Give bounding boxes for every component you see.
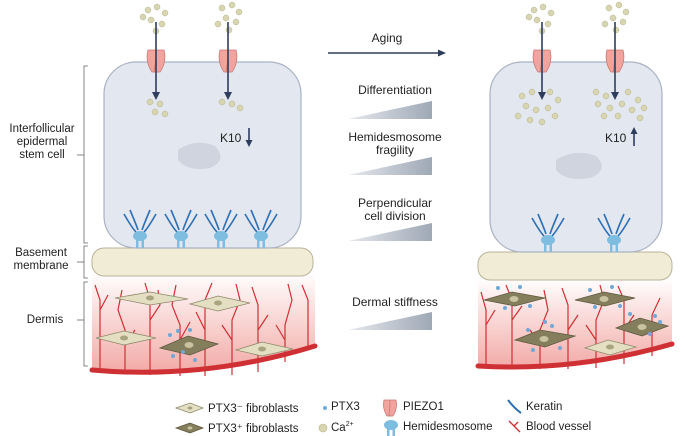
hemidesmosome-fragility-wedge [348,157,432,175]
basement-label-line1: Basement [15,247,67,259]
stem-cell-label: Interfollicular epidermal stem cell [4,123,80,162]
young-nucleus [178,142,221,169]
stem-cell-label-line2: epidermal [16,136,68,148]
legend-piezo1-icon [383,399,397,417]
legend-ptx3-neg-label: PTX3⁻ fibroblasts [208,403,299,415]
basement-membrane-label: Basement membrane [8,247,74,273]
dermis-label: Dermis [26,314,64,326]
legend-calcium-label: Ca2+ [331,421,354,434]
legend-calcium-text: Ca [331,421,346,434]
perpendicular-division-label: Perpendicular cell division [320,197,470,223]
k10-aged-label: K10 [605,131,627,145]
young-calcium-arrows [152,22,232,100]
legend-calcium-charge: 2+ [345,421,354,428]
k10-up-arrow-icon [630,127,638,146]
basement-label-line2: membrane [13,260,69,272]
aging-arrow [328,49,446,57]
left-brackets [77,65,88,367]
hemidesmosome-fragility-label: Hemidesmosome fragility [320,131,470,157]
legend-blood-vessel-label: Blood vessel [526,421,592,433]
aging-label: Aging [371,31,403,45]
young-dermis [89,272,318,376]
trend-wedges [348,101,432,330]
aged-calcium-arrows [538,22,619,100]
dermal-stiffness-label: Dermal stiffness [352,295,438,309]
legend-blood-vessel-icon [508,420,521,433]
young-basement-membrane [91,247,314,277]
young-calcium-outside [139,1,243,35]
legend-ptx3-label: PTX3 [331,401,360,413]
perpendicular-label-line1: Perpendicular [357,196,433,210]
legend-keratin-label: Keratin [526,401,563,413]
aged-fibroblasts [483,291,670,356]
hemidesmosome-label-line1: Hemidesmosome [348,130,442,144]
legend-ptx3-icon [323,406,327,410]
aged-calcium-inside [514,88,648,126]
perpendicular-division-wedge [348,223,432,241]
legend-icons [174,399,522,436]
hemidesmosome-label-line2: fragility [375,143,414,157]
legend-keratin-icon [507,399,522,414]
perpendicular-label-line2: cell division [364,209,426,223]
differentiation-label: Differentiation [358,83,432,97]
aged-ptx3-dots [496,285,662,352]
young-ptx3-dots [168,328,197,362]
legend-ptx3-neg-fibroblast-icon [174,402,205,414]
young-hemidesmosomes [123,209,278,248]
differentiation-wedge [348,101,432,119]
legend-piezo1-label: PIEZO1 [403,401,444,413]
legend-ptx3-pos-fibroblast-icon [174,422,205,434]
young-calcium-inside [146,98,244,118]
k10-down-arrow-icon [245,128,253,147]
aged-nucleus [556,152,602,179]
legend-hemidesmosome-icon [384,420,398,436]
dermal-stiffness-wedge [348,312,432,330]
aged-stem-cell [489,1,663,253]
stem-cell-label-line3: stem cell [19,149,65,161]
aged-dermis [475,278,675,370]
aged-hemidesmosomes [531,213,631,252]
young-stem-cell [103,1,302,249]
k10-young-label: K10 [220,131,242,145]
stem-cell-label-line1: Interfollicular [9,123,75,135]
young-blood-vessels [94,282,309,376]
legend-calcium-icon [318,423,328,433]
young-fibroblasts [95,291,294,357]
legend-ptx3-pos-label: PTX3⁺ fibroblasts [208,423,299,435]
legend-hemidesmosome-label: Hemidesmosome [403,421,493,433]
aged-basement-membrane [477,251,673,281]
